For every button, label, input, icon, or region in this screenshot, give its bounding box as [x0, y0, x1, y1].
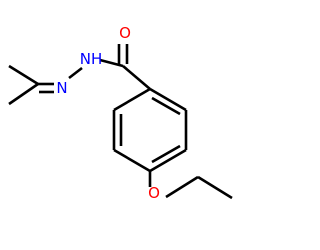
- bond-n-n: [68, 66, 83, 80]
- ring-bond-4: [113, 148, 151, 173]
- bond-methyl-top: [8, 64, 39, 86]
- bond-methyl-bottom: [8, 82, 39, 106]
- atom-label-imine-nitrogen: N: [56, 79, 67, 97]
- ring-inner-bond-1: [151, 96, 181, 116]
- ring-bond-1: [149, 87, 187, 112]
- diagram-background: [0, 0, 250, 250]
- atom-label-ether-oxygen: O: [148, 184, 160, 202]
- molecule-diagram: O NH N O: [0, 0, 250, 250]
- atom-label-amide-nitrogen: NH: [80, 50, 103, 68]
- ring-bond-6: [113, 87, 151, 112]
- bond-nh-carbonyl: [99, 58, 124, 68]
- ring-inner-bond-2: [151, 144, 181, 164]
- bond-carbonyl-ring: [122, 65, 151, 90]
- ring-bond-3: [149, 148, 187, 173]
- bond-ch2-ch3: [197, 175, 233, 200]
- bond-o-ch2: [165, 175, 199, 199]
- atom-label-carbonyl-oxygen: O: [119, 24, 131, 42]
